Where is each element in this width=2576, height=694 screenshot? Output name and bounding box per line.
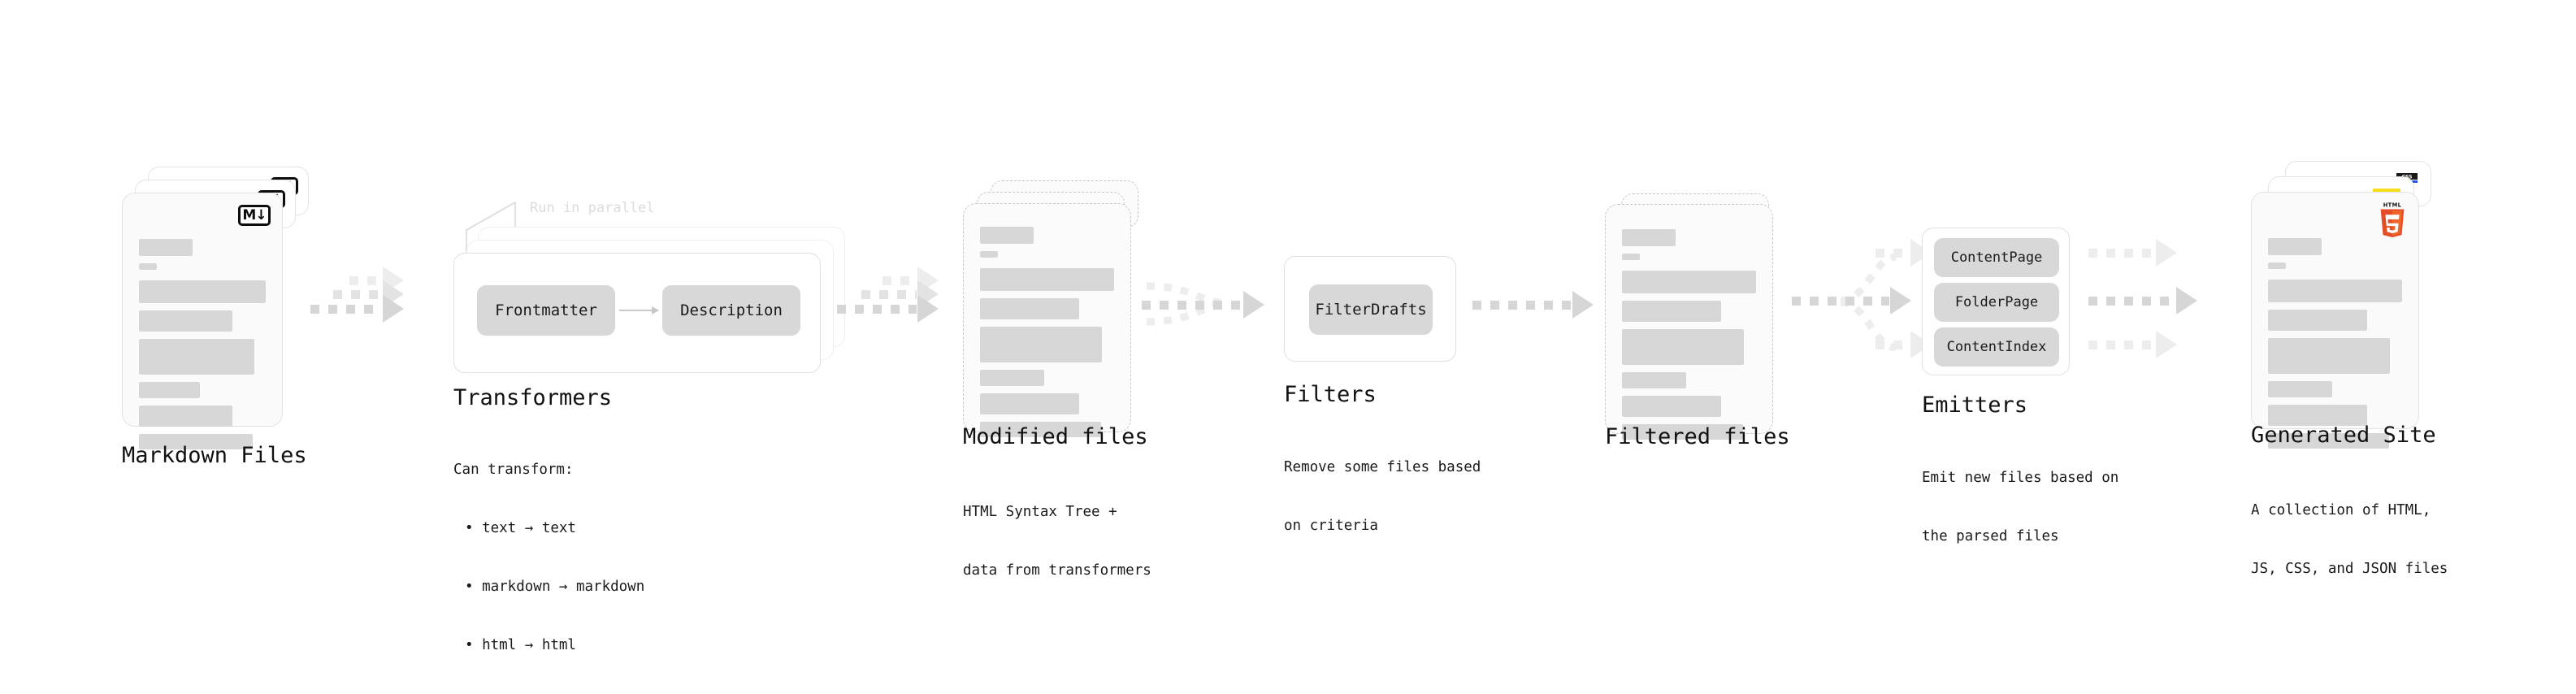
content-bar [139,339,254,375]
pill-contentpage[interactable]: ContentPage [1934,238,2059,277]
svg-text:HTML: HTML [2383,202,2402,209]
arrow-markdown-to-transformers [310,267,408,333]
content-bar [139,280,266,303]
content-bar [2268,338,2391,374]
pill-filterdrafts[interactable]: FilterDrafts [1309,284,1433,335]
pill-folderpage[interactable]: FolderPage [1934,283,2059,322]
filtered-file-card-front [1605,204,1773,440]
markdown-file-card-front: M↓ [122,193,283,449]
content-bar [2268,310,2368,331]
content-bar [2268,262,2286,269]
file-content-placeholder [964,204,1130,437]
caption-line: • markdown → markdown [465,579,645,595]
content-bar [980,393,1080,414]
caption-line: JS, CSS, and JSON files [2251,561,2448,577]
content-bar [980,251,998,258]
content-bar [2268,433,2389,449]
caption-line: HTML Syntax Tree + [963,504,1117,520]
generated-site-stack: CSS HTML [2251,161,2446,449]
content-bar [2268,381,2333,397]
content-bar [139,310,233,332]
transformers-title: Transformers [453,385,613,410]
file-content-placeholder [1606,205,1772,440]
content-bar [980,422,1101,437]
content-bar [1622,254,1640,260]
content-bar [139,434,254,449]
arrow-modified-to-filters [1142,291,1265,319]
caption-line: on criteria [1284,518,1378,534]
file-content-placeholder [123,193,282,449]
content-bar [1622,301,1722,322]
filtered-files-stack [1605,193,1792,440]
content-bar [2268,238,2322,255]
run-in-parallel-label: Run in parallel [530,200,655,216]
content-bar [980,298,1080,319]
content-bar [2268,280,2402,302]
caption-line: data from transformers [963,562,1151,579]
content-bar [980,227,1034,244]
content-bar [980,327,1103,362]
content-bar [1622,271,1756,293]
generated-site-caption: A collection of HTML, JS, CSS, and JSON … [2251,462,2448,618]
html5-icon: HTML [2380,202,2405,237]
pill-description[interactable]: Description [662,285,800,336]
caption-line: • text → text [465,520,576,536]
caption-line: the parsed files [1922,528,2059,544]
emitters-caption: Emit new files based on the parsed files [1922,429,2118,585]
generated-site-title: Generated Site [2251,423,2436,448]
content-bar [1622,396,1722,417]
markdown-files-title: Markdown Files [122,443,307,468]
transformers-box: Frontmatter Description [453,253,821,373]
markdown-files-stack: M↓ M↓ M↓ [122,167,309,449]
site-card-html: HTML [2251,192,2419,449]
transformers-caption: Can transform: • text → text • markdown … [453,421,644,694]
pill-contentindex[interactable]: ContentIndex [1934,327,2059,367]
content-bar [1622,329,1745,365]
content-bar [1622,229,1676,246]
filters-box: FilterDrafts [1284,256,1456,362]
content-bar [2268,405,2368,426]
content-bar [139,406,233,427]
caption-line: A collection of HTML, [2251,502,2431,518]
emitters-box: ContentPage FolderPage ContentIndex [1922,228,2070,375]
arrow-filters-to-filtered [1472,291,1594,319]
modified-files-stack [963,180,1150,437]
emitters-title: Emitters [1922,393,2028,418]
filtered-files-title: Filtered files [1605,424,1790,449]
file-content-placeholder [2252,193,2418,449]
arrow-transformers-to-modified [837,267,943,333]
filters-caption: Remove some files based on criteria [1284,419,1481,575]
content-bar [980,268,1114,291]
content-bar [139,263,157,270]
caption-line: • html → html [465,637,576,653]
arrow-folderpage-to-site [2088,287,2198,314]
caption-line: Emit new files based on [1922,470,2119,486]
modified-files-caption: HTML Syntax Tree + data from transformer… [963,463,1151,619]
pill-frontmatter[interactable]: Frontmatter [477,285,615,336]
filters-title: Filters [1284,382,1377,407]
content-bar [139,239,193,256]
markdown-badge: M↓ [238,205,271,226]
arrow-contentindex-to-site [2088,331,2178,358]
content-bar [1622,424,1743,440]
content-bar [139,382,200,398]
modified-file-card-front [963,203,1131,437]
caption-line: Remove some files based [1284,459,1481,475]
arrow-contentpage-to-site [2088,239,2178,267]
arrow-to-folderpage [1792,287,1912,314]
caption-line: Can transform: [453,462,574,478]
run-in-parallel-bracket [465,201,517,256]
content-bar [1622,372,1687,388]
modified-files-title: Modified files [963,424,1148,449]
content-bar [980,370,1045,386]
